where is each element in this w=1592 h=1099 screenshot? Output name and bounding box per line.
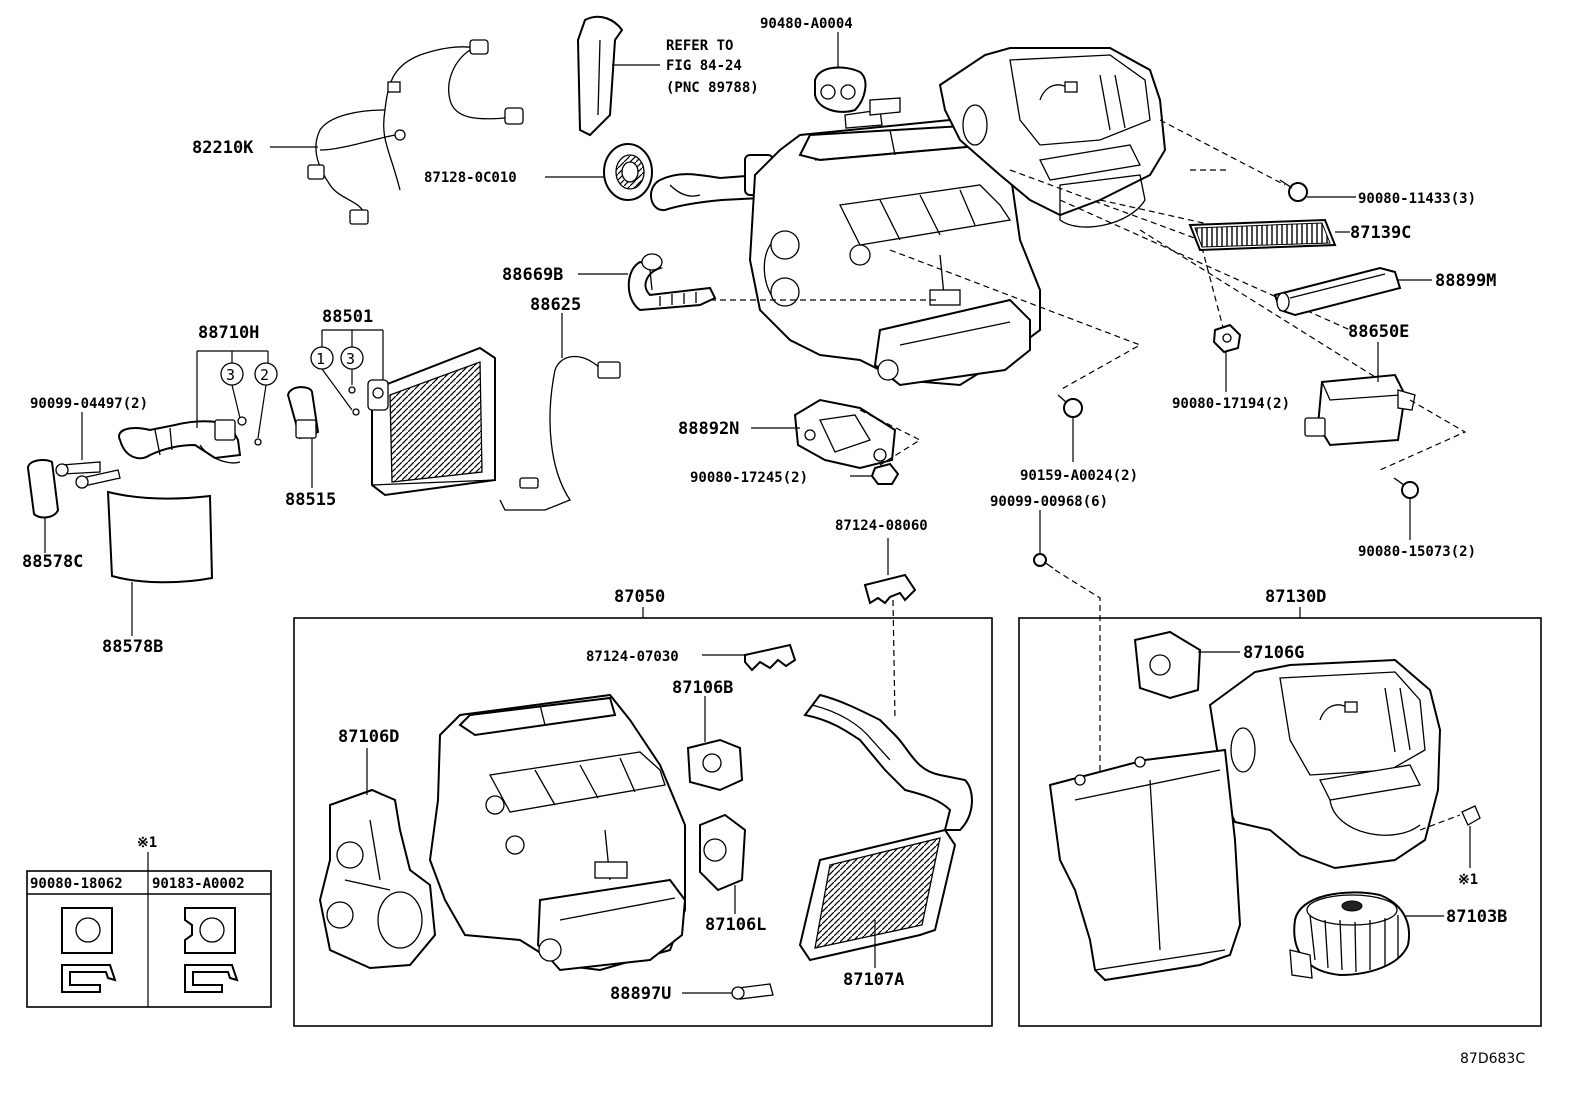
clip-87124-07030	[744, 643, 797, 672]
label-90080-15073: 90080-15073(2)	[1358, 544, 1476, 560]
screw-90159-A0024	[1057, 394, 1083, 418]
label-87124-07030: 87124-07030	[586, 649, 679, 665]
label-87106L: 87106L	[705, 915, 766, 935]
label-82210K: 82210K	[192, 138, 254, 158]
label-88669B: 88669B	[502, 265, 563, 285]
insulation-sheet-88578B	[106, 490, 214, 584]
grommet-90480-A0004	[814, 66, 867, 113]
servo-motor-87106D	[318, 788, 437, 970]
label-90080-17245: 90080-17245(2)	[690, 470, 808, 486]
servo-motor-87106L	[699, 813, 747, 892]
heater-core-87107A	[798, 693, 973, 962]
evaporator-88501	[367, 346, 496, 497]
square-nut-90080-18062	[61, 907, 117, 993]
label-88899M: 88899M	[1435, 271, 1496, 291]
group-box-87130D	[1018, 617, 1542, 1027]
amplifier-88650E	[1304, 373, 1416, 447]
label-87106B: 87106B	[672, 678, 733, 698]
refer-text-line1: REFER TO	[666, 38, 733, 54]
wire-harness-82210K	[307, 39, 524, 225]
duct-cover-refer-part	[576, 15, 624, 137]
circle-ref-1: 1	[316, 350, 325, 368]
pad-88578C	[26, 459, 60, 519]
sensor-wire-88625	[499, 355, 621, 511]
sensor-88897U	[731, 983, 774, 1000]
blower-motor-87103B	[1289, 891, 1410, 979]
filter-87139C	[1188, 218, 1337, 252]
label-90080-17194: 90080-17194(2)	[1172, 396, 1290, 412]
label-87139C: 87139C	[1350, 223, 1411, 243]
label-90099-00968: 90099-00968(6)	[990, 494, 1108, 510]
label-90099-04497: 90099-04497(2)	[30, 396, 148, 412]
clip-note-1	[1461, 805, 1481, 826]
pipe-assembly-88710H	[118, 419, 242, 464]
note-table-col2: 90183-A0002	[152, 876, 245, 892]
refer-text-line2: FIG 84-24	[666, 58, 742, 74]
label-87130D: 87130D	[1265, 587, 1326, 607]
label-90080-11433: 90080-11433(3)	[1358, 191, 1476, 207]
label-88578C: 88578C	[22, 552, 83, 572]
screw-90080-11433	[1279, 179, 1308, 202]
seal-87128-0C010	[603, 143, 653, 201]
label-87124-08060: 87124-08060	[835, 518, 928, 534]
refer-text-line3: (PNC 89788)	[666, 80, 759, 96]
label-88501: 88501	[322, 307, 373, 327]
label-88897U: 88897U	[610, 984, 671, 1004]
thermistor-88515	[286, 386, 320, 440]
label-88710H: 88710H	[198, 323, 259, 343]
screw-90099-00968	[1033, 553, 1054, 569]
nut-90080-17245	[870, 462, 900, 485]
nut-90080-17194	[1212, 323, 1242, 354]
note-mark-box: ※1	[1458, 872, 1478, 888]
label-87103B: 87103B	[1446, 907, 1507, 927]
circle-ref-3b: 3	[346, 350, 355, 368]
label-88625: 88625	[530, 295, 581, 315]
label-87050: 87050	[614, 587, 665, 607]
cover-88899M	[1273, 266, 1402, 317]
screw-90080-15073	[1393, 477, 1419, 499]
clip-87124-08060	[863, 573, 917, 605]
label-87128-0C010: 87128-0C010	[424, 170, 517, 186]
label-88650E: 88650E	[1348, 322, 1409, 342]
label-87107A: 87107A	[843, 970, 904, 990]
clip-nut-90183-A0002	[184, 907, 239, 993]
blower-assembly-87130D	[1048, 658, 1442, 982]
figure-code: 87D683C	[1460, 1051, 1525, 1067]
hvac-case-87050	[428, 693, 687, 972]
bolts-90099-04497	[55, 461, 121, 489]
label-90480-A0004: 90480-A0004	[760, 16, 853, 32]
main-hvac-assembly	[650, 47, 1167, 387]
drain-hose-88669B	[627, 253, 717, 312]
circle-ref-3a: 3	[226, 366, 235, 384]
label-87106G: 87106G	[1243, 643, 1304, 663]
label-90159-A0024: 90159-A0024(2)	[1020, 468, 1138, 484]
note-table	[26, 870, 272, 1008]
note-mark-table: ※1	[137, 835, 157, 851]
note-table-col1: 90080-18062	[30, 876, 123, 892]
servo-motor-87106B	[686, 738, 744, 792]
duct-88892N	[793, 398, 897, 470]
label-88892N: 88892N	[678, 419, 739, 439]
label-87106D: 87106D	[338, 727, 399, 747]
servo-motor-87106G	[1133, 630, 1202, 700]
label-88578B: 88578B	[102, 637, 163, 657]
label-88515: 88515	[285, 490, 336, 510]
circle-ref-2: 2	[260, 366, 269, 384]
